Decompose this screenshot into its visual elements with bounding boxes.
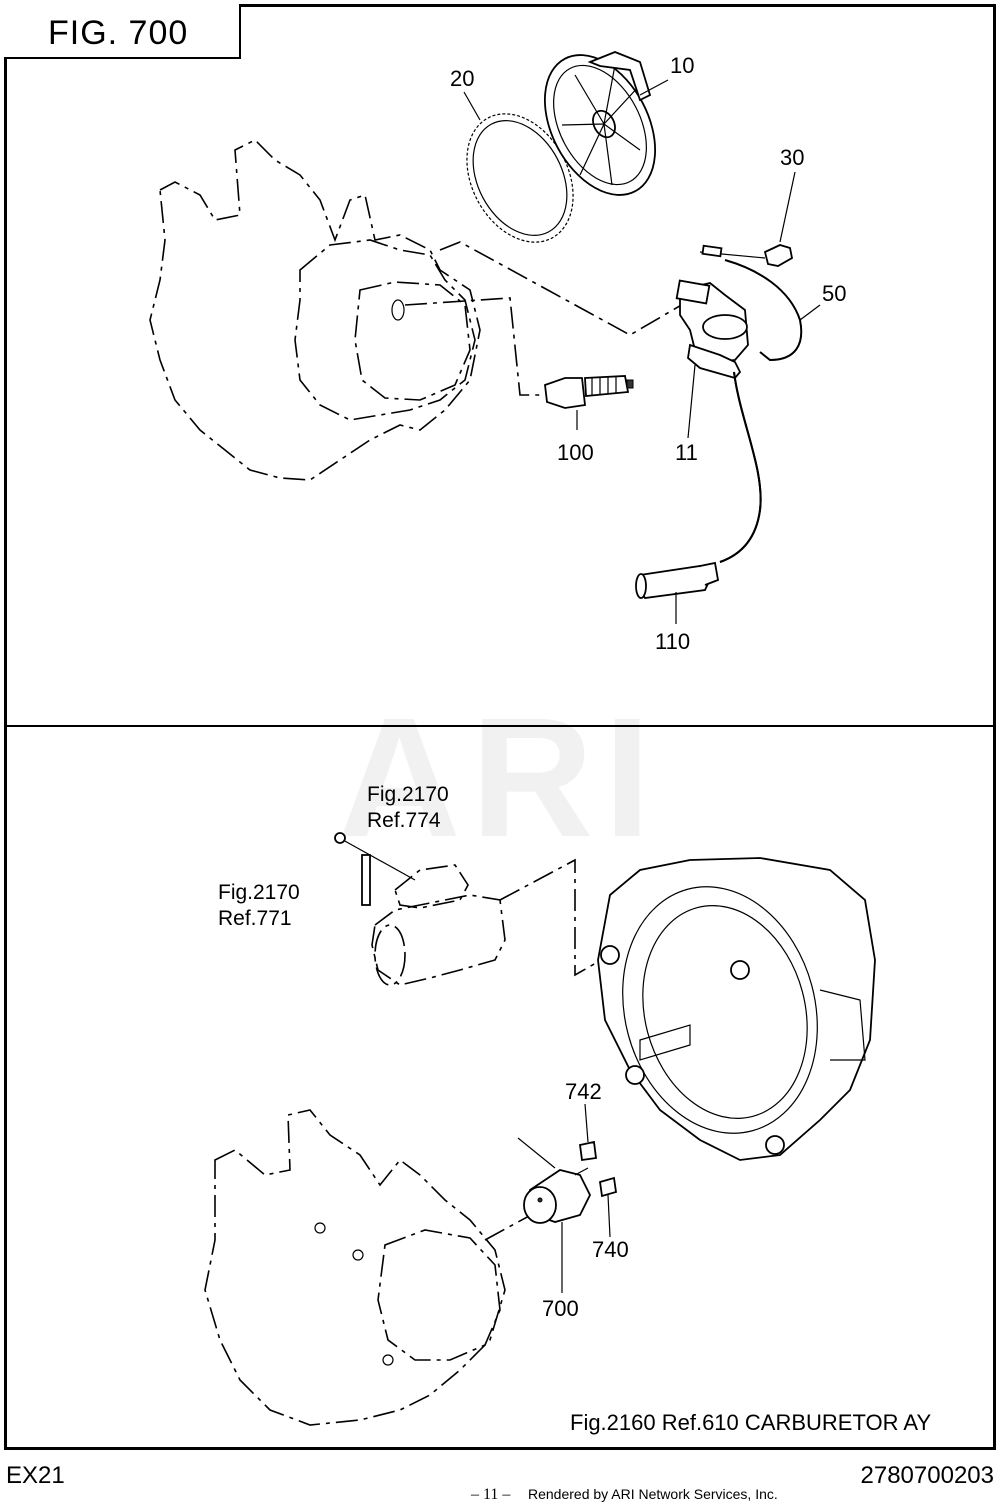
figure-title-box: FIG. 700 — [4, 4, 241, 59]
section-divider — [4, 725, 996, 727]
watermark: ARI — [338, 683, 661, 873]
ignition-coil — [675, 279, 762, 563]
reference-fig2170-ref774: Fig.2170 Ref.774 — [367, 783, 449, 832]
carburetor-reference: Fig.2160 Ref.610 CARBURETOR AY — [570, 1410, 932, 1435]
figure-title: FIG. 700 — [48, 14, 189, 52]
leader-lines-top — [463, 79, 821, 624]
diagram-frame — [4, 4, 996, 1450]
callout-11: 11 — [675, 440, 698, 465]
callout-742: 742 — [565, 1079, 602, 1104]
rendered-by-credit: Rendered by ARI Network Services, Inc. — [528, 1486, 778, 1502]
reference-fig2170-ref771: Fig.2170 Ref.771 — [218, 881, 300, 930]
model-number: EX21 — [6, 1462, 65, 1489]
bolt-30 — [699, 244, 794, 267]
leader-lines-bottom — [561, 1103, 611, 1293]
blower-housing — [597, 857, 876, 1161]
callout-50: 50 — [822, 281, 847, 306]
spark-plug — [544, 375, 634, 409]
page-number: – 11 – — [471, 1486, 511, 1503]
callout-110: 110 — [655, 629, 691, 654]
callout-700: 700 — [542, 1296, 579, 1321]
document-number: 2780700203 — [860, 1462, 994, 1489]
callout-10: 10 — [670, 53, 695, 78]
starter-motor — [334, 832, 611, 986]
callout-20: 20 — [450, 66, 475, 91]
plug-cap — [635, 561, 720, 599]
starter-solenoid — [517, 1137, 618, 1224]
engine-outline-top — [149, 139, 691, 481]
flywheel — [544, 51, 656, 196]
callout-30: 30 — [780, 145, 805, 170]
callout-740: 740 — [592, 1237, 629, 1262]
callout-100: 100 — [557, 440, 594, 465]
